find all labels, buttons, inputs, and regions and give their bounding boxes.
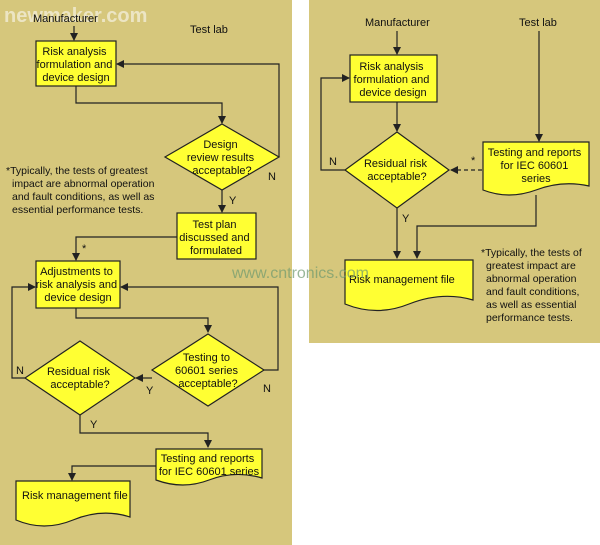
left-risk-file-text: Risk management file [22,490,128,502]
left-adjustments-text: Adjustments to risk analysis and device … [36,266,120,304]
left-adjustments-box [35,260,121,309]
left-test-plan-box [176,212,257,260]
left-design-review-text: Design review results acceptable? [187,139,257,177]
left-design-review-yes-label: Y [229,195,237,207]
left-residual-yes-label: Y [90,419,98,431]
left-footnote: *Typically, the tests of greatest impact… [6,165,157,216]
left-manufacturer-label: Manufacturer [33,13,98,25]
right-residual-risk-text: Residual risk acceptable? [364,158,430,183]
left-testing-reports-text: Testing and reports for IEC 60601 series [159,453,260,478]
left-testing-text: Testing to 60601 series acceptable? [175,352,241,390]
right-risk-analysis-box [349,54,438,103]
left-flowchart: newmaker.com Manufacturer Test lab Risk … [4,5,281,527]
left-flowchart-panel: newmaker.com Manufacturer Test lab Risk … [0,0,292,545]
left-residual-no-label: N [16,365,24,377]
left-risk-file-doc [15,480,131,527]
left-residual-risk-text: Residual risk acceptable? [47,366,113,391]
right-testing-reports-text: Testing and reports for IEC 60601 series [488,147,585,185]
right-star-marker: * [471,155,476,167]
left-testing-reports-doc [155,448,263,486]
right-testing-reports-doc [482,141,590,196]
right-test-lab-label: Test lab [519,17,557,29]
right-residual-yes-label: Y [402,213,410,225]
right-residual-risk-diamond [343,131,451,209]
right-residual-no-label: N [329,156,337,168]
left-design-review-no-label: N [268,171,276,183]
left-test-lab-label: Test lab [190,24,228,36]
left-risk-analysis-text: Risk analysis formulation and device des… [37,46,116,84]
right-risk-file-text: Risk management file [349,274,455,286]
right-manufacturer-label: Manufacturer [365,17,430,29]
left-star-marker: * [82,243,87,255]
right-flowchart-panel: Manufacturer Test lab Risk analysis form… [309,0,600,343]
watermark-top-left: newmaker.com [4,5,147,27]
right-flowchart: Manufacturer Test lab Risk analysis form… [320,17,590,324]
left-testing-diamond [150,333,266,407]
right-risk-analysis-text: Risk analysis formulation and device des… [354,61,433,99]
left-residual-risk-diamond [23,340,137,416]
right-footnote: *Typically, the tests of greatest impact… [481,247,585,324]
left-test-plan-text: Test plan discussed and formulated [179,219,252,257]
left-testing-yes-label: Y [146,385,154,397]
left-testing-no-label: N [263,383,271,395]
right-risk-file-doc [344,259,474,312]
